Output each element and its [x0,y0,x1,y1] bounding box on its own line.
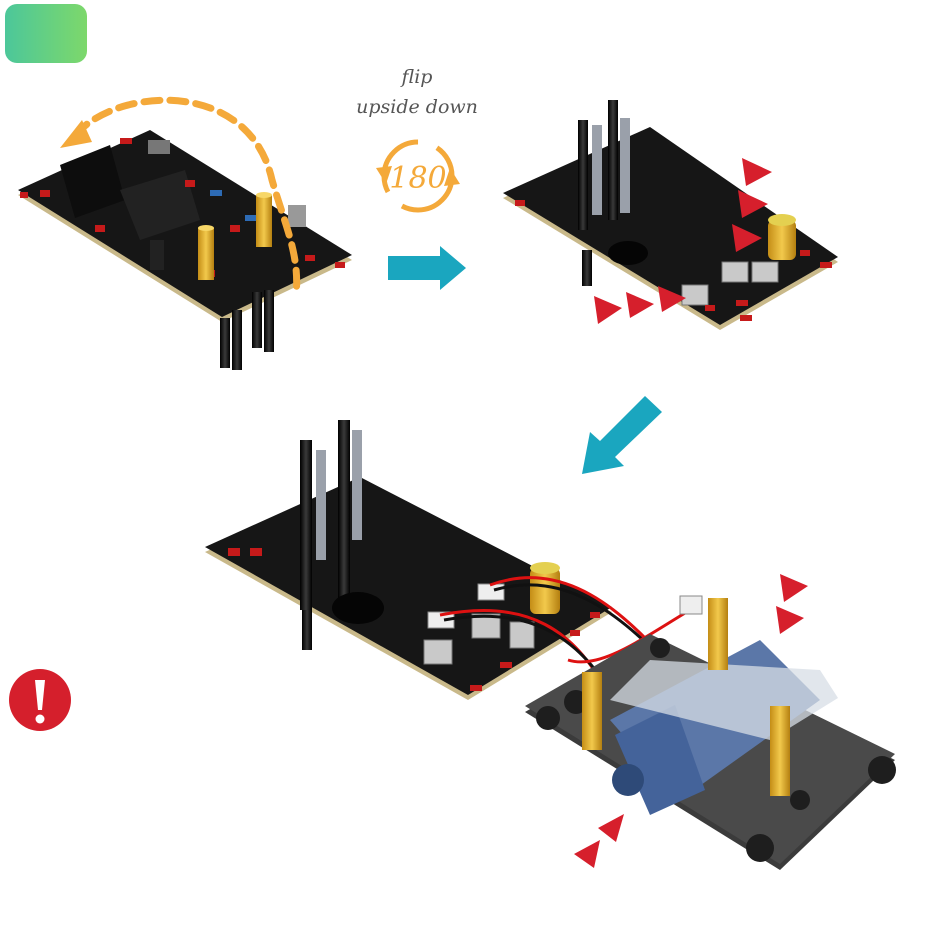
rotation-label: 180 [389,161,446,196]
pcb-board-top-side [18,130,352,370]
servo-base-plate [525,598,896,870]
arrow-down-left-icon [582,396,662,474]
pcb-board-assembly [205,420,612,700]
arrow-right-icon [388,246,466,290]
rotate-180-icon: 180 [376,142,460,210]
connector-plug [680,596,702,614]
warning-icon [8,668,72,732]
